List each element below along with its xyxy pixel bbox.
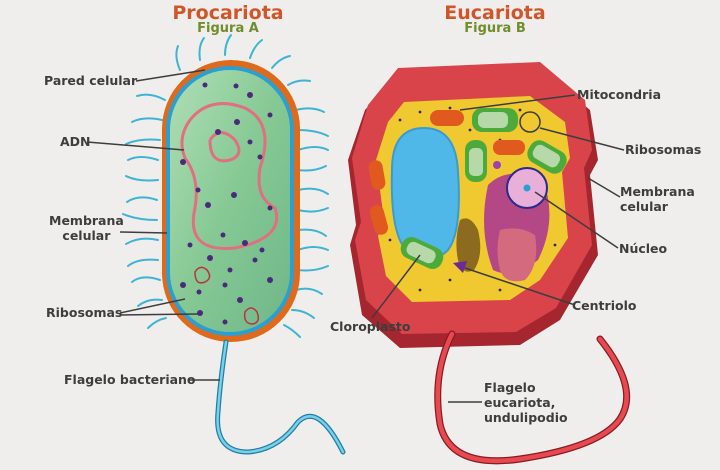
figure-b-title: Eucariota (444, 2, 546, 24)
figure-a-title-block: Procariota Figura A (158, 2, 298, 36)
figure-a-subtitle: Figura A (197, 21, 259, 36)
label-flagelo-line2: eucariota, (484, 395, 556, 410)
label-nucleo: Núcleo (619, 241, 668, 256)
label-pared-celular: Pared celular (44, 73, 138, 88)
prokaryote-leader-lines (86, 69, 220, 381)
nucleolus (523, 184, 531, 192)
eukaryote-leader-lines (371, 94, 625, 403)
bacterial-flagellum (215, 339, 346, 455)
label-flagelo-line1: Flagelo (484, 380, 536, 395)
golgi (456, 218, 481, 272)
plasmid (243, 307, 260, 325)
vacuole (390, 126, 460, 261)
label-adn: ADN (60, 134, 91, 149)
centriole (453, 261, 467, 273)
ribosomes (180, 82, 273, 325)
label-membrana-celular-b: Membrana celular (620, 184, 695, 214)
prokaryote-cell (122, 34, 346, 455)
label-flagelo-line3: undulipodio (484, 410, 568, 425)
label-membrana-line2: celular (620, 199, 668, 214)
label-membrana-celular-a: Membrana celular (49, 213, 124, 243)
label-membrana-line1: Membrana (620, 184, 695, 199)
chloroplasts (400, 108, 567, 269)
mitochondria (368, 110, 525, 235)
pili-icon (122, 34, 329, 338)
figure-b-title-block: Eucariota Figura B (425, 2, 565, 36)
label-mitocondria: Mitocondria (577, 87, 662, 102)
label-centriolo: Centriolo (572, 298, 637, 313)
label-ribosomas-a: Ribosomas (46, 305, 123, 320)
label-flagelo-bacteriano: Flagelo bacteriano (64, 372, 196, 387)
dna-loop (180, 102, 278, 250)
label-ribosomas-b: Ribosomas (625, 142, 702, 157)
plasmid (194, 266, 211, 284)
label-flagelo-eucariota: Flagelo eucariota, undulipodio (484, 380, 568, 425)
label-membrana-line2: celular (62, 228, 111, 243)
ribosome-highlight (519, 111, 541, 133)
figure-b-subtitle: Figura B (464, 21, 526, 36)
figure-a-title: Procariota (172, 2, 284, 24)
label-membrana-line1: Membrana (49, 213, 124, 228)
label-cloroplasto: Cloroplasto (330, 319, 411, 334)
